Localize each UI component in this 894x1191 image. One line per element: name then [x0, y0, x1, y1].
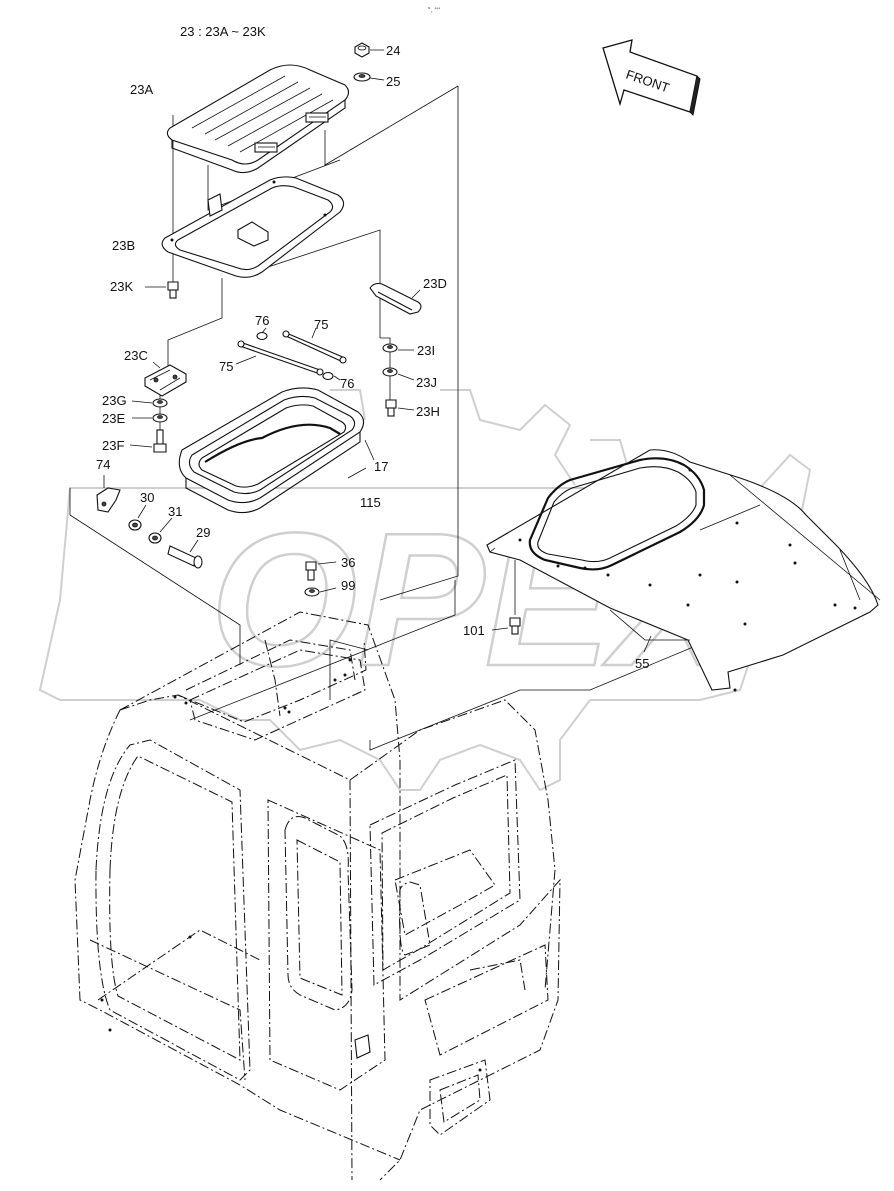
front-arrow: FRONT	[602, 39, 701, 117]
callout-17: 17	[374, 459, 388, 474]
callout-23J: 23J	[416, 375, 437, 390]
callout-31: 31	[168, 504, 182, 519]
part-75-76-rods	[235, 327, 347, 381]
part-29-bolt	[167, 545, 203, 569]
tiny-mark: ᴺ˳ ᵃᵃᵃ	[428, 7, 440, 13]
part-55-roof-cover	[486, 449, 881, 692]
callout-75-right: 75	[314, 317, 328, 332]
callout-25: 25	[386, 74, 400, 89]
callout-55: 55	[635, 656, 649, 671]
callout-29: 29	[196, 525, 210, 540]
callout-23B: 23B	[112, 238, 135, 253]
part-31-washer	[148, 532, 162, 544]
part-99-washer	[304, 587, 320, 597]
callout-23K: 23K	[110, 279, 133, 294]
callout-36: 36	[341, 555, 355, 570]
callout-23H: 23H	[416, 404, 440, 419]
callout-labels: 24 25 23A 23B 23K 23D 76 75 23C 23I 75 7…	[96, 43, 649, 671]
callout-76-top: 76	[255, 313, 269, 328]
part-115-glass	[185, 432, 375, 514]
part-25-washer	[353, 72, 371, 82]
part-17-seal	[178, 387, 365, 504]
callout-24: 24	[386, 43, 400, 58]
group-label: 23 : 23A ~ 23K	[180, 24, 266, 39]
callout-23G: 23G	[102, 393, 127, 408]
part-23G-washer	[152, 398, 168, 408]
part-23I-washer	[382, 343, 398, 353]
callout-23E: 23E	[102, 411, 125, 426]
part-36-bolt	[305, 561, 317, 581]
callout-30: 30	[140, 490, 154, 505]
part-30-washer	[128, 519, 142, 531]
part-23K-bolt	[145, 281, 179, 299]
part-23A-hatch-lid	[166, 64, 350, 174]
cab-phantom	[74, 611, 561, 1181]
callout-23D: 23D	[423, 276, 447, 291]
callout-101: 101	[463, 623, 485, 638]
callout-23F: 23F	[102, 438, 124, 453]
callout-115: 115	[360, 495, 381, 510]
part-23H-bolt	[385, 399, 397, 417]
callout-75-left: 75	[219, 359, 233, 374]
part-74-latch	[96, 475, 121, 513]
part-101-bolt	[491, 617, 521, 635]
part-23J-washer	[382, 367, 398, 377]
callout-23C: 23C	[124, 348, 148, 363]
part-23F-bolt	[153, 429, 167, 453]
part-24-nut	[354, 42, 370, 58]
part-23D-handle	[369, 282, 422, 315]
part-23E-washer	[152, 413, 168, 423]
callout-23A: 23A	[130, 82, 153, 97]
part-23B-frame	[161, 176, 345, 278]
callout-76-bottom: 76	[340, 376, 354, 391]
callout-23I: 23I	[417, 343, 435, 358]
part-23C-bracket	[144, 361, 187, 397]
callout-99: 99	[341, 578, 355, 593]
callout-74: 74	[96, 457, 110, 472]
